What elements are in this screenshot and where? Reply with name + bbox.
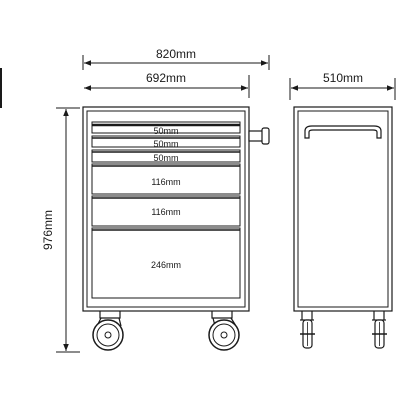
side-left-caster (300, 311, 315, 349)
drawer-1 (91, 121, 241, 134)
side-right-caster (372, 311, 387, 349)
front-left-caster (92, 311, 124, 351)
side-handle (248, 127, 270, 145)
drawer-2 (91, 135, 241, 148)
drawer-6-label: 246mm (151, 260, 181, 270)
drawer-6 (91, 227, 241, 299)
drawer-3 (91, 149, 241, 163)
overall-width-label: 820mm (156, 47, 196, 61)
drawer-5-label: 116mm (151, 207, 180, 217)
height-label: 976mm (41, 210, 55, 250)
drawer-4-label: 116mm (151, 177, 180, 187)
drawer-3-label: 50mm (153, 153, 178, 163)
front-view-dimensions: 820mm 692mm 976mm (41, 47, 270, 353)
front-view-cabinet: 50mm 50mm 50mm 116mm 116mm 246mm (82, 106, 270, 351)
top-handle (304, 125, 382, 139)
front-right-caster (208, 311, 240, 351)
side-view-cabinet (293, 106, 393, 349)
drawer-2-label: 50mm (153, 139, 178, 149)
drawer-4 (91, 163, 241, 195)
drawer-5 (91, 195, 241, 227)
depth-label: 510mm (323, 71, 363, 85)
body-width-label: 692mm (146, 71, 186, 85)
side-view-dimensions: 510mm (289, 71, 396, 100)
drawer-1-label: 50mm (153, 126, 178, 136)
